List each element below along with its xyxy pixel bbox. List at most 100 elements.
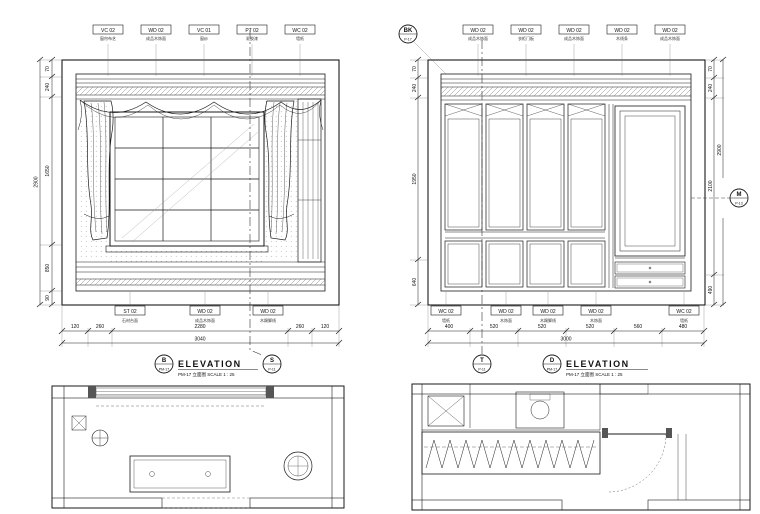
plan-chair-symbol — [91, 429, 109, 447]
dim-value: 240 — [45, 83, 51, 92]
tag-desc: 窗帘布艺 — [100, 35, 116, 41]
wall-inner-face — [440, 73, 692, 292]
material-tag: WC 02 墙纸 — [430, 292, 462, 323]
tag-code: WC 02 — [292, 28, 308, 34]
material-tag: WD 02 成品木饰面 — [558, 24, 590, 76]
plan-shaft-symbol — [427, 395, 465, 427]
plan-wall-top — [411, 383, 751, 395]
tag-desc: 衣柜门板 — [518, 35, 534, 41]
material-tag: WC 02 墙纸 — [668, 292, 700, 323]
material-tag: VC 01 窗纱 — [188, 24, 220, 76]
plan-door-swing — [602, 428, 672, 493]
dim-value: 240 — [412, 84, 418, 93]
dim-value: 480 — [679, 324, 688, 330]
dim-value: 560 — [634, 324, 643, 330]
tag-code: VC 02 — [101, 28, 115, 34]
tag-code: WD 02 — [614, 28, 630, 34]
curtain-tieback — [83, 213, 110, 219]
dimension-bottom: 400 520 520 520 560 480 3000 — [424, 305, 708, 347]
wall-texture — [77, 100, 298, 262]
window — [105, 111, 269, 253]
material-tag: WD 02 成品木饰面 — [462, 24, 494, 76]
glass-reflection-lines — [121, 123, 259, 243]
dim-value: 70 — [45, 66, 51, 72]
dim-value: 70 — [708, 66, 714, 72]
plan-wall-right — [739, 383, 751, 511]
bubble-sheet: P-17 — [404, 38, 412, 42]
plan-opening — [599, 383, 649, 395]
wardrobe-doors — [444, 103, 614, 288]
bubble-sheet: PM-17 — [547, 368, 558, 372]
framed-panel-door — [614, 105, 686, 289]
plan-round-table-symbol — [283, 451, 313, 481]
plan-wall-bottom — [51, 497, 163, 509]
bubble-letter: B — [162, 358, 167, 364]
tag-code: VC 01 — [197, 28, 211, 34]
dim-value: 2100 — [708, 180, 714, 191]
wardrobe-divider — [608, 104, 614, 288]
tag-desc: 成品木饰面 — [564, 35, 584, 41]
tag-desc: 成品木饰面 — [660, 35, 680, 41]
dim-total: 3000 — [560, 337, 571, 343]
plan-window-jamb — [88, 386, 96, 398]
plan-wall-right — [331, 385, 345, 509]
plan-wall-bottom — [647, 499, 751, 511]
material-tag: WD 02 木踢脚线 — [252, 292, 284, 323]
plan-window-jamb — [266, 386, 274, 398]
dim-value: 90 — [45, 295, 51, 301]
material-tag: WD 02 成品木饰面 — [654, 24, 686, 76]
plan-wall-bottom — [249, 497, 345, 509]
tag-code: WD 02 — [260, 309, 276, 315]
plan-corridor-lines — [677, 434, 687, 500]
dim-value: 640 — [412, 278, 418, 287]
tag-desc: 乳胶漆 — [246, 35, 258, 41]
bubble-letter: S — [270, 358, 274, 364]
curtain-tieback — [268, 213, 295, 219]
mirror-ref-bubble: M P-13 — [691, 188, 749, 208]
plan-partition-lines — [422, 384, 601, 431]
tag-code: WD 02 — [566, 28, 582, 34]
plan-window — [95, 387, 267, 397]
material-tag: WD 02 木踢脚线 — [532, 292, 564, 323]
tag-desc: 木踢脚线 — [540, 317, 556, 323]
detail-ref-bubble: BK P-17 — [398, 24, 447, 75]
elevation-title: ELEVATION — [566, 359, 630, 369]
bubble-sheet: P-11 — [268, 368, 275, 372]
wall-poche — [427, 59, 706, 306]
tag-code: WC 02 — [676, 309, 692, 315]
material-tag: VC 02 窗帘布艺 — [92, 24, 124, 76]
bubble-letter: M — [737, 192, 742, 198]
dim-total: 2900 — [34, 176, 40, 187]
dim-value: 520 — [538, 324, 547, 330]
bubble-letter: T — [480, 358, 484, 364]
bubble-sheet: P-13 — [735, 202, 743, 206]
dim-value: 1950 — [412, 173, 418, 184]
right-plan-view — [411, 383, 751, 511]
elevation-subtitle: PM-17 立面图 SCALE 1 : 25 — [566, 371, 623, 378]
bubble-letter: BK — [404, 28, 413, 34]
material-tag: WD 02 木线条 — [606, 24, 638, 76]
tag-code: PT 02 — [245, 28, 258, 34]
dim-value: 120 — [321, 324, 330, 330]
right-elevation-view: BK P-17 M P-13 WD 02 成品木饰面 WD 02 衣柜门板 — [398, 24, 749, 378]
curtain-right — [264, 100, 295, 241]
tag-desc: 木饰面 — [500, 317, 512, 323]
tag-code: WD 02 — [498, 309, 514, 315]
dim-value: 850 — [45, 264, 51, 273]
material-tag: PT 02 乳胶漆 — [236, 24, 268, 76]
dim-value: 240 — [708, 84, 714, 93]
tag-desc: 木饰面 — [590, 317, 602, 323]
dimension-left-side: 70 240 1950 640 — [410, 56, 428, 308]
pilaster-panel — [297, 98, 322, 263]
dimension-bottom: 120 260 2280 260 120 3040 — [58, 305, 343, 347]
wall-inner-face — [75, 73, 326, 292]
left-title-block: B PM-17 ELEVATION PM-17 立面图 SCALE 1 : 25… — [154, 354, 282, 378]
section-cut-line — [249, 30, 263, 356]
dim-value: 520 — [490, 324, 499, 330]
tag-desc: 石材台面 — [122, 317, 138, 323]
tag-code: WD 02 — [148, 28, 164, 34]
plan-table-symbol — [129, 455, 231, 493]
tag-desc: 木踢脚线 — [260, 317, 276, 323]
tag-desc: 成品木饰面 — [468, 35, 488, 41]
